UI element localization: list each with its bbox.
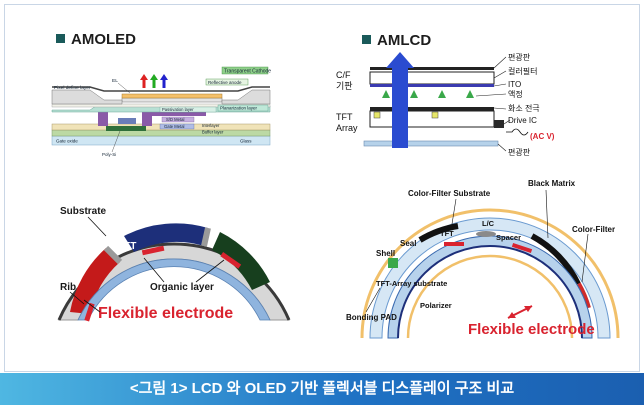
rib-separator [103, 245, 123, 265]
emission-arrows-icon [140, 74, 168, 88]
black-matrix-seg [418, 223, 459, 243]
figure-caption: <그림 1> LCD 와 OLED 기반 플렉서블 디스플레이 구조 비교 [0, 373, 644, 405]
label-liquid-crystal: 액정 [508, 89, 523, 99]
label-color-filter: 컬러필터 [508, 66, 537, 76]
label-rib: Rib [60, 282, 76, 293]
amlcd-curved-diagram: Color-Filter Substrate Black Matrix Colo… [346, 179, 620, 339]
label-passivation: Passivation layer [162, 107, 194, 112]
gate-metal [118, 118, 136, 124]
backlight-arrow-icon [386, 52, 414, 148]
label-spacer: Spacer [496, 233, 521, 242]
amlcd-title: AMLCD [362, 32, 431, 49]
liquid-crystal-icon [382, 90, 474, 98]
label-black-matrix: Black Matrix [528, 179, 576, 188]
outer-polarizer-arc [360, 208, 620, 339]
bottom-polarizer [363, 140, 499, 147]
label-polarizer-top: 편광판 [508, 52, 531, 62]
label-color-filter: Color-Filter [572, 225, 615, 234]
amoled-curved-diagram: Substrate TFT Rib Organic layer Flexible… [57, 206, 291, 322]
tft-array-edge [397, 245, 583, 339]
pixel-green-block [212, 232, 270, 290]
top-polarizer [370, 67, 494, 70]
label-planarization: Planarization layer [220, 106, 258, 111]
label-poly-si: Poly-Si [102, 152, 116, 157]
label-buffer: Buffer layer [202, 130, 224, 135]
amoled-title: AMOLED [56, 31, 136, 48]
label-gate-metal: Gate Metal [164, 124, 185, 129]
label-lc: L/C [482, 219, 495, 228]
label-polarizer-bottom: 편광판 [508, 147, 531, 157]
amlcd-cross-section: C/F 기판 TFT Array [336, 52, 555, 157]
cf-glass [369, 71, 495, 85]
label-ac-v: (AC V) [530, 132, 555, 141]
seal-block [388, 258, 398, 268]
tft-layer-band [77, 258, 271, 321]
sd-metal-left [98, 112, 108, 126]
sd-metal-bridge [146, 112, 206, 116]
label-reflective: Reflective anode [208, 80, 242, 85]
label-substrate: Substrate [60, 206, 107, 217]
black-matrix-seg [530, 233, 581, 286]
label-gate-oxide: Gate oxide [56, 139, 78, 144]
flexible-electrode-arrow-icon [507, 305, 533, 319]
label-el: EL [112, 78, 118, 84]
inner-polarizer-arc [406, 254, 574, 339]
label-flexible-electrode: Flexible electrode [468, 321, 595, 338]
flexible-electrode-strip [141, 245, 165, 256]
label-seal: Seal [400, 239, 416, 248]
el-layer [121, 93, 223, 99]
title-bullet-icon [56, 34, 65, 43]
buffer-layer [51, 129, 271, 137]
label-sd-metal: S/D Metal [166, 117, 184, 122]
label-tft-array: TFT-Array substrate [376, 279, 447, 288]
pixel-define-right [221, 89, 271, 105]
tft-elements-icon [373, 111, 439, 119]
drive-ic-chip [494, 120, 504, 128]
label-pixel-electrode: 화소 전극 [508, 103, 540, 113]
flexible-electrode-strip [220, 252, 242, 269]
title-bullet-icon [362, 35, 371, 44]
tft-strip [444, 242, 464, 246]
amoled-cross-section: Transparent Cathode Reflective anode Pas… [50, 60, 276, 165]
label-interlayer: Interlayer [202, 123, 220, 128]
ac-source-icon [506, 128, 529, 136]
label-organic-layer: Organic layer [150, 282, 214, 293]
spacer-element [476, 231, 496, 237]
glass-layer [51, 135, 271, 146]
label-ito: ITO [508, 80, 521, 89]
pixel-define-left [51, 89, 123, 105]
poly-si-island [106, 126, 146, 131]
label-polarizer: Polarizer [420, 301, 452, 310]
label-cf-substrate: Color-Filter Substrate [408, 189, 491, 198]
pixel-blue-block [124, 223, 208, 252]
tft-strip [511, 243, 533, 253]
label-tft-array-1: TFT [336, 112, 353, 122]
label-cf-substrate: 기판 [336, 81, 353, 91]
flexible-electrode-strip [84, 302, 95, 322]
label-shell: Shell [376, 249, 395, 258]
label-tft: TFT [440, 229, 454, 238]
transparent-cathode [52, 86, 270, 92]
color-filter-layer [370, 84, 494, 87]
label-tft-array-2: Array [336, 123, 358, 133]
label-glass: Glass [240, 139, 252, 144]
label-pixel-define: Pixel define layer [54, 85, 91, 91]
label-tft: TFT [118, 241, 136, 252]
sd-metal-right [142, 112, 152, 126]
label-bonding-pad: Bonding PAD [346, 313, 397, 322]
pixel-red-block [70, 248, 120, 314]
label-flexible-electrode: Flexible electrode [98, 305, 233, 322]
amlcd-title-text: AMLCD [377, 32, 432, 49]
amoled-title-text: AMOLED [71, 31, 136, 48]
rib-separator [201, 227, 211, 247]
pixel-electrode-layer [370, 107, 494, 111]
label-cathode: Transparent Cathode [224, 69, 271, 75]
reflective-anode [121, 97, 223, 103]
label-cf: C/F [336, 70, 351, 80]
label-drive-ic: Drive IC [508, 116, 537, 125]
